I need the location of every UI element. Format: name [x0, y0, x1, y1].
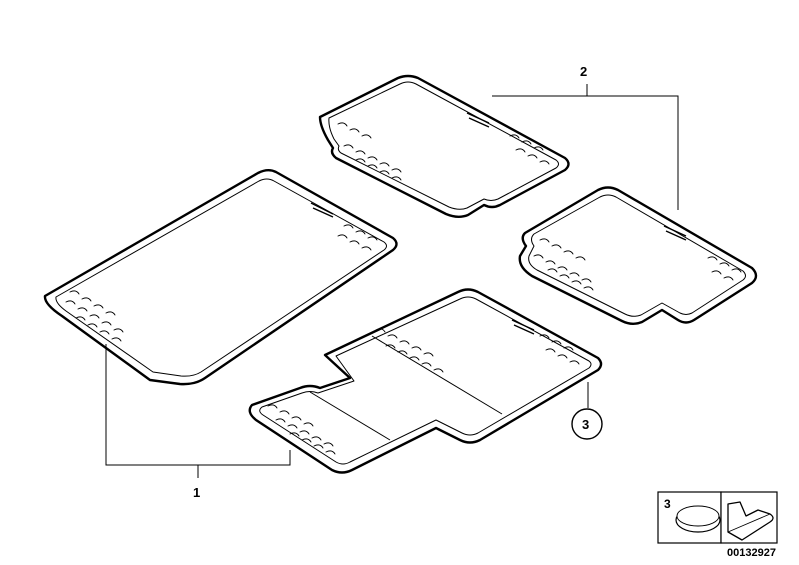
callout-3-label[interactable]: 3: [582, 417, 589, 432]
mat-logo: [466, 112, 490, 128]
rear-floor-mat-top[interactable]: [318, 74, 570, 218]
heel-pad-tread: [533, 238, 742, 291]
front-floor-mat-left[interactable]: [43, 169, 398, 386]
mat-logo: [663, 225, 687, 241]
heel-pad-tread: [267, 328, 580, 455]
heel-pad-tread: [337, 122, 550, 181]
callout-2-label[interactable]: 2: [580, 64, 587, 79]
diagram-reference-code: 00132927: [727, 547, 776, 559]
callout-2-leader: [492, 84, 679, 210]
mat-logo: [310, 202, 334, 218]
callout-1-label[interactable]: 1: [193, 485, 200, 500]
heel-pad-tread: [65, 224, 378, 342]
arrow-wedge-icon: [727, 501, 774, 541]
parts-legend: 3 00132927: [657, 491, 778, 559]
mat-logo: [511, 319, 535, 335]
callout-1-leader: [105, 344, 291, 478]
round-disc-icon: [675, 505, 721, 533]
front-floor-mat-center[interactable]: [248, 288, 603, 474]
legend-item-number: 3: [664, 497, 671, 511]
rear-floor-mat-right[interactable]: [518, 186, 758, 325]
callout-3-marker[interactable]: 3: [571, 408, 603, 440]
